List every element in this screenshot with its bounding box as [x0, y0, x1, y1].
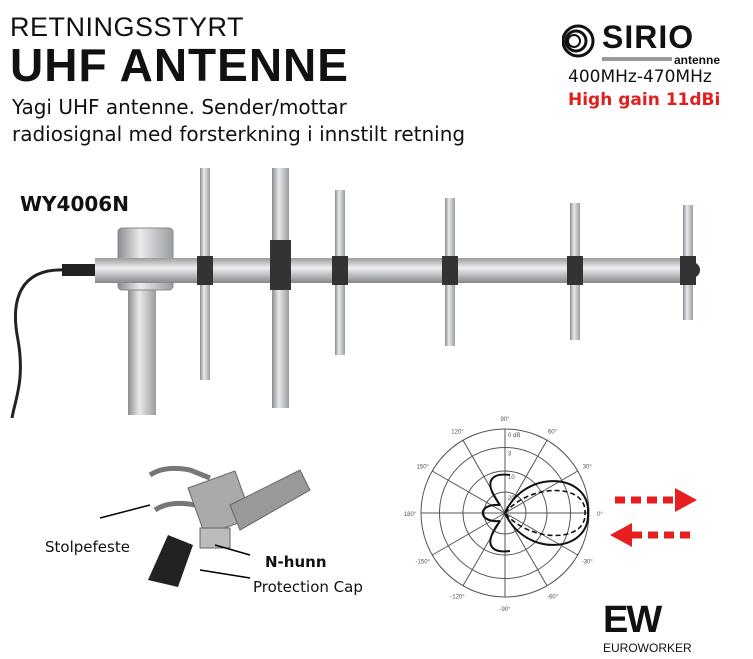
elements [197, 168, 700, 408]
gain-spec: High gain 11dBi [568, 90, 721, 110]
polar-spoke [504, 470, 578, 514]
sirio-wordmark: SIRIO [602, 19, 695, 55]
euroworker-mark: EW [603, 599, 662, 641]
direction-arrows [610, 488, 697, 547]
polar-ring [438, 446, 572, 580]
polar-angle-label: 30° [583, 465, 593, 471]
connector-label: N-hunn [265, 553, 327, 571]
polar-angle-label: 60° [548, 430, 558, 436]
description-line-2: radiosignal med forsterkning i innstilt … [12, 122, 466, 146]
polar-spoke [504, 512, 548, 586]
pattern-solid [481, 473, 590, 553]
sirio-tagline: antenne [674, 53, 721, 67]
director-3 [570, 203, 580, 340]
polar-spoke [504, 512, 578, 556]
euroworker-text: EUROWORKER [603, 641, 692, 655]
director-1 [335, 190, 345, 355]
cap-label: Protection Cap [253, 578, 363, 596]
mount-label: Stolpefeste [45, 538, 130, 556]
polar-angle-label: 150° [417, 465, 430, 471]
mast [128, 232, 156, 415]
coax-cable [10, 268, 66, 419]
description-line-1: Yagi UHF antenne. Sender/mottar [12, 95, 347, 119]
polar-angle-label: -120° [450, 594, 465, 600]
polar-angle-label: 180° [404, 512, 417, 518]
polar-angle-label: -30° [582, 560, 594, 566]
kicker-heading: RETNINGSSTYRT [10, 12, 245, 42]
reflector-element [200, 168, 210, 380]
polar-ring [420, 428, 590, 598]
polar-ring-label: 20 [508, 496, 515, 502]
product-title: UHF ANTENNE [10, 39, 349, 91]
polar-angle-label: -90° [499, 607, 511, 613]
polar-angle-label: 120° [451, 430, 464, 436]
director-2 [445, 198, 455, 346]
connector [62, 264, 100, 276]
mount-bracket [117, 227, 174, 291]
model-number: WY4006N [20, 192, 129, 216]
sirio-swirl-icon [562, 24, 672, 61]
driven-insulator [270, 240, 291, 290]
polar-ring [483, 491, 527, 535]
frequency-range: 400MHz-470MHz [568, 67, 712, 87]
polar-ring-label: 10 [508, 475, 515, 481]
sirio-logo: SIRIO antenne [562, 19, 732, 67]
polar-angle-label: 0° [597, 512, 603, 518]
polar-ring-label: 0 dB [508, 433, 520, 439]
polar-angle-label: -150° [416, 560, 431, 566]
polar-ring-label: 3 [508, 451, 512, 457]
pattern-dashed [504, 489, 586, 537]
polar-ring [462, 470, 548, 556]
euroworker-logo: EW EUROWORKER [603, 601, 713, 655]
polar-spoke [432, 512, 506, 556]
director-4 [683, 205, 693, 320]
polar-angle-label: -60° [547, 594, 559, 600]
polar-spoke [432, 470, 506, 514]
polar-angle-label: 90° [500, 417, 510, 423]
callout-line [99, 504, 151, 519]
polar-spoke [462, 512, 506, 586]
polar-spoke [462, 440, 506, 514]
polar-spoke [504, 440, 548, 514]
boom [95, 258, 695, 283]
driven-element [272, 168, 289, 408]
